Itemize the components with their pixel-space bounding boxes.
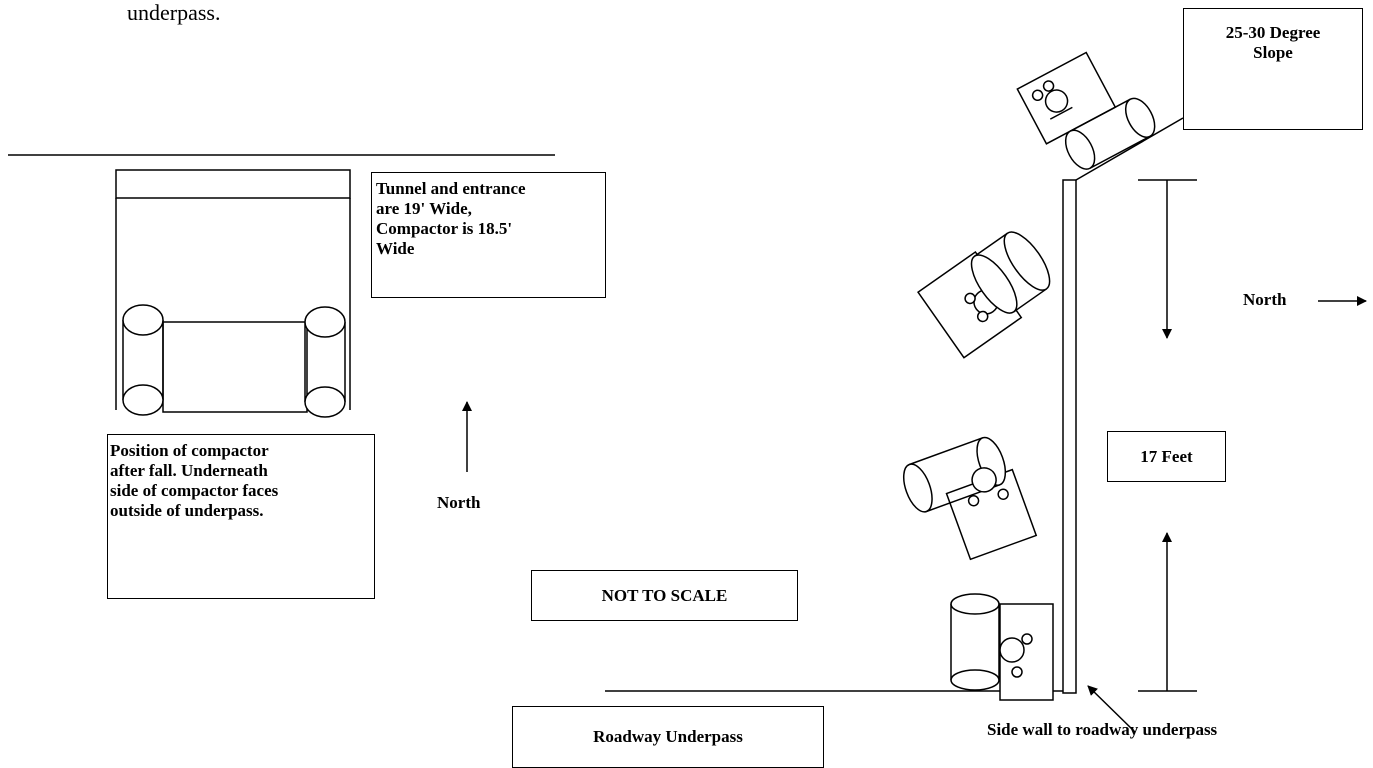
north-label-right: North	[1243, 290, 1287, 309]
side-wall-pointer	[1087, 685, 1136, 733]
compactor-stage-1	[1016, 51, 1156, 170]
compactor-stage-3	[902, 436, 1038, 561]
north-label-up: North	[437, 493, 481, 512]
compactor-top-view	[122, 304, 346, 418]
dimension-17-feet	[1138, 179, 1197, 692]
compactor-position-note: Position of compactor after fall. Undern…	[107, 434, 375, 599]
not-to-scale-box: NOT TO SCALE	[531, 570, 798, 621]
height-17-feet-box: 17 Feet	[1107, 431, 1226, 482]
side-wall-label: Side wall to roadway underpass	[987, 720, 1218, 739]
slope-label-box: 25-30 Degree Slope	[1183, 8, 1363, 130]
side-wall	[1062, 179, 1077, 694]
slope-line	[1075, 117, 1184, 181]
tunnel-outline	[115, 169, 351, 410]
tunnel-width-note: Tunnel and entrance are 19' Wide, Compac…	[371, 172, 606, 298]
caption-fragment: underpass.	[127, 0, 221, 25]
compactor-stage-2	[917, 231, 1051, 359]
roadway-underpass-box: Roadway Underpass	[512, 706, 824, 768]
compactor-stage-4	[950, 593, 1054, 701]
